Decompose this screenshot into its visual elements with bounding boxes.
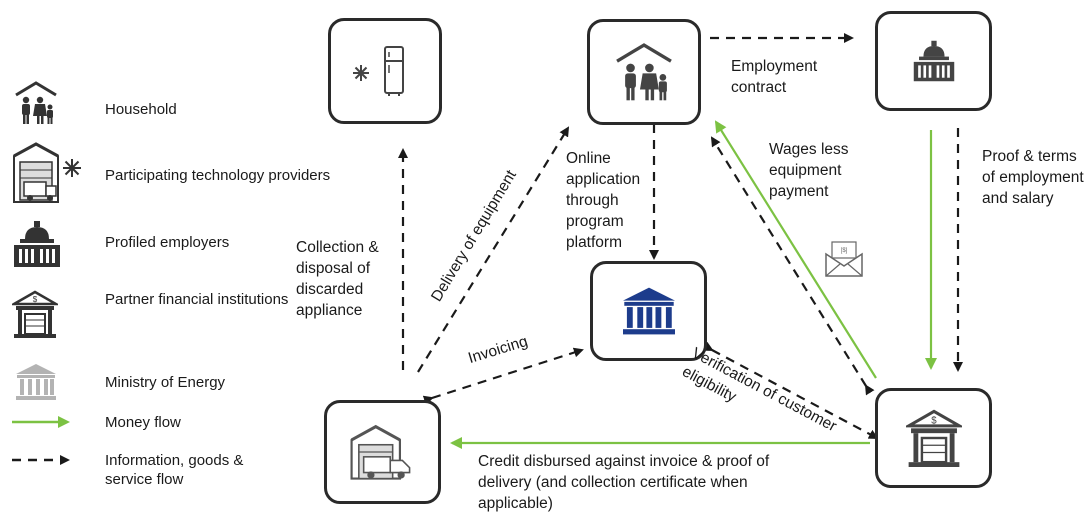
appliance-icon (353, 46, 404, 96)
node-ministry (590, 261, 707, 361)
label-wages-less: Wages less equipment payment (769, 141, 849, 200)
household-icon (616, 43, 672, 101)
node-household (587, 19, 701, 125)
node-appliance (328, 18, 442, 124)
legend-label-money-flow: Money flow (105, 414, 181, 431)
node-employer (875, 11, 992, 111)
arrow-delivery (417, 126, 570, 373)
employer-icon (913, 40, 954, 82)
dashed-arrow-icon (12, 455, 70, 465)
legend-label-technology-providers: Participating technology providers (105, 167, 331, 184)
label-online-application: Online application through program platf… (566, 150, 641, 251)
svg-text:[$]: [$] (841, 248, 848, 254)
node-bank: $ (875, 388, 992, 488)
legend-label-financial-institutions: Partner financial institutions (105, 291, 289, 308)
employer-icon (14, 221, 60, 267)
technology-provider-icon (13, 142, 81, 203)
technology-provider-icon (349, 424, 410, 480)
legend-label-employers: Profiled employers (105, 234, 230, 251)
legend-label-ministry: Ministry of Energy (105, 374, 226, 391)
household-icon (15, 81, 57, 124)
label-employment-contract: Employment contract (731, 58, 818, 96)
green-arrow-icon (12, 416, 70, 428)
legend-label-household: Household (105, 101, 177, 118)
bank-icon: $ (12, 290, 58, 338)
bank-icon: $ (905, 409, 962, 467)
legend-label-info-flow: Information, goods & service flow (105, 452, 244, 488)
node-provider (324, 400, 441, 504)
label-credit: Credit disbursed against invoice & proof… (478, 453, 770, 512)
svg-text:$: $ (33, 295, 38, 304)
ministry-icon (16, 364, 56, 400)
label-proof-terms: Proof & terms of employment and salary (982, 148, 1084, 207)
envelope-icon: [$] (825, 241, 863, 277)
label-collection: Collection & disposal of discarded appli… (296, 239, 379, 319)
ministry-icon (622, 287, 675, 335)
arrow-invoicing (422, 347, 584, 406)
svg-text:$: $ (931, 416, 937, 427)
